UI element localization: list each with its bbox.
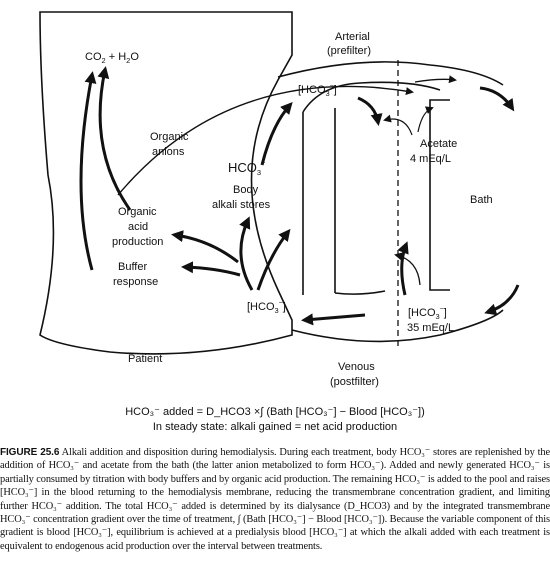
arrow-bath-flow-bottom <box>484 284 520 316</box>
organic-anions-label-2: anions <box>152 146 185 158</box>
arrow-up-to-arterial <box>260 102 293 166</box>
arrow-arterial-down <box>357 96 383 126</box>
figure-label: FIGURE 25.6 <box>0 447 60 458</box>
buffer-response-label-1: Buffer <box>118 261 147 273</box>
body-label: Body <box>233 184 259 196</box>
acetate-label: Acetate <box>420 138 457 150</box>
patient-label: Patient <box>128 353 162 365</box>
arrow-bath-flow-top <box>479 86 515 112</box>
alkali-stores-label: alkali stores <box>212 199 271 211</box>
dialysis-diagram: CO2 + H2O Arterial (prefilter) [HCO3−] O… <box>39 11 520 388</box>
bath-concentration: 35 mEq/L <box>407 322 454 334</box>
acetate-concentration: 4 mEq/L <box>410 153 451 165</box>
figure-caption: FIGURE 25.6 Alkali addition and disposit… <box>0 446 550 553</box>
arrow-acetate-in-1 <box>383 114 413 136</box>
organic-anions-arc <box>117 85 414 196</box>
bath-compartment-bracket <box>429 99 450 291</box>
postfilter-label: (postfilter) <box>330 376 379 388</box>
arterial-line-lower <box>302 81 441 113</box>
organic-acid-label-3: production <box>112 236 163 248</box>
hco3-venous-label: [HCO3−] <box>247 300 286 315</box>
venous-line-upper <box>334 290 386 295</box>
arrow-acetate-in-2 <box>417 106 434 133</box>
arrow-stores-to-organic <box>171 230 239 264</box>
equation-line-2: In steady state: alkali gained = net aci… <box>152 421 398 433</box>
patient-body-outline <box>39 11 293 355</box>
arrow-organic-to-co2 <box>97 66 132 211</box>
arterial-line-upper <box>277 61 504 86</box>
arrow-bath-hco3-up <box>397 241 409 296</box>
equation-line-1: HCO₃⁻ added = D_HCO3 ×∫ (Bath [HCO₃⁻] − … <box>125 406 425 418</box>
arrow-hco3-up-right <box>256 228 291 291</box>
arrow-bath-hco3-cross <box>394 252 421 286</box>
arrow-venous-return <box>301 313 366 326</box>
buffer-response-label-2: response <box>113 276 158 288</box>
arrow-buffer-to-co2 <box>79 71 97 271</box>
prefilter-label: (prefilter) <box>327 45 371 57</box>
organic-acid-label-2: acid <box>128 221 148 233</box>
equation-block: HCO₃⁻ added = D_HCO3 ×∫ (Bath [HCO₃⁻] − … <box>0 405 550 435</box>
arrow-hco3-up-to-stores <box>239 216 254 291</box>
arrow-stores-to-buffer <box>181 261 241 277</box>
organic-acid-label-1: Organic <box>118 206 157 218</box>
hco3-arterial-label: [HCO3−] <box>298 83 337 98</box>
venous-label: Venous <box>338 361 375 373</box>
arterial-label: Arterial <box>335 31 370 43</box>
co2-h2o-label: CO2 + H2O <box>85 51 139 65</box>
arrow-arterial-up <box>414 75 457 84</box>
hco3-bath-label: [HCO3−] <box>408 306 447 321</box>
bath-label: Bath <box>470 194 493 206</box>
organic-anions-label-1: Organic <box>150 131 189 143</box>
hco3-body-label: HCO3− <box>228 160 265 177</box>
caption-text: Alkali addition and disposition during h… <box>0 447 550 552</box>
venous-line-lower <box>291 309 504 343</box>
